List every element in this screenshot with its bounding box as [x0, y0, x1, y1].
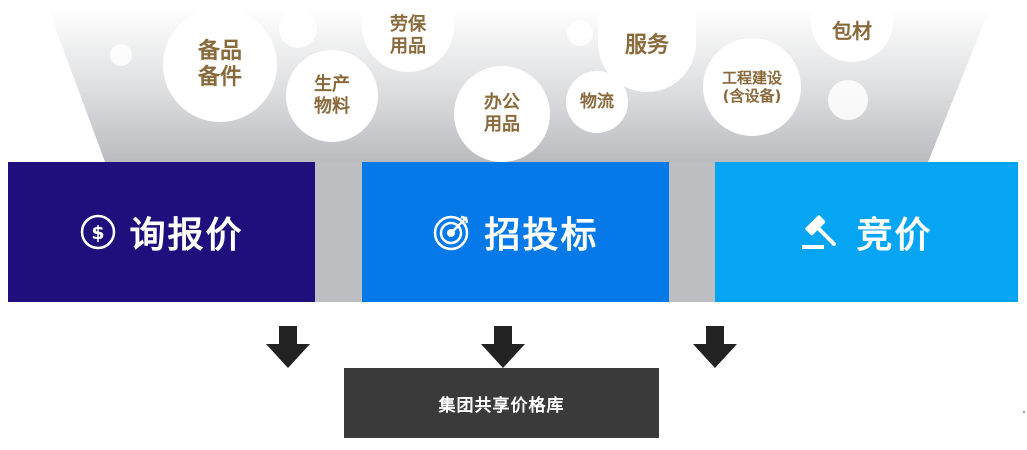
dollar-coin-icon: $ — [81, 214, 116, 250]
category-spare-parts: 备品 备件 — [163, 8, 277, 122]
down-arrow-icon — [266, 326, 310, 368]
category-ppe: 劳保 用品 — [362, 0, 454, 72]
category-production: 生产 物料 — [286, 50, 378, 142]
down-arrow-icon — [693, 326, 737, 368]
decor-dot — [1023, 411, 1025, 413]
category-office: 办公 用品 — [454, 66, 550, 162]
svg-text:$: $ — [92, 222, 105, 244]
category-services: 服务 — [598, 0, 696, 92]
gavel-icon — [802, 215, 837, 249]
method-auction-box: 竞价 — [715, 162, 1018, 302]
decor-bubble — [828, 80, 868, 120]
category-construction: 工程建设 (含设备) — [703, 38, 801, 136]
method-auction-label: 竞价 — [856, 215, 933, 256]
shared-price-library-box: 集团共享价格库 — [344, 368, 659, 438]
method-tender-label: 招投标 — [484, 215, 599, 256]
decor-bubble — [279, 10, 317, 48]
target-icon — [434, 215, 469, 251]
shared-price-library-label: 集团共享价格库 — [438, 395, 565, 416]
decor-bubble — [567, 20, 593, 46]
method-inquiry-box: $ 询报价 — [8, 162, 315, 302]
down-arrow-icon — [481, 326, 525, 368]
decor-bubble — [110, 44, 132, 66]
method-inquiry-label: 询报价 — [129, 215, 244, 256]
method-tender-box: 招投标 — [362, 162, 669, 302]
